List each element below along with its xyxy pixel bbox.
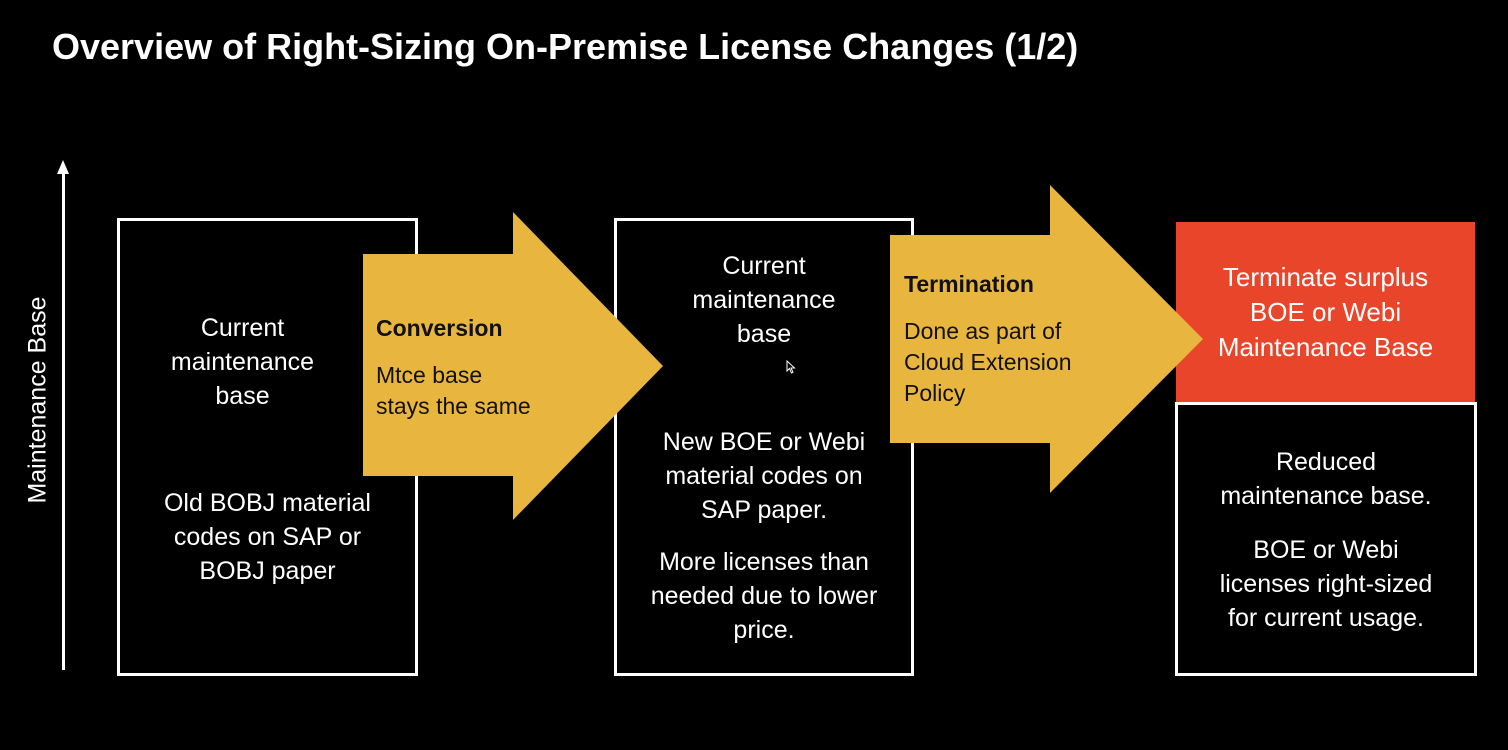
termination-arrow: Termination Done as part of Cloud Extens… (890, 185, 1203, 493)
box-b-body-codes: New BOE or Webi material codes on SAP pa… (662, 428, 866, 524)
box-a-body: Old BOBJ material codes on SAP or BOBJ p… (163, 489, 371, 585)
box-b-body-licenses: More licenses than needed due to lower p… (650, 548, 878, 644)
arrow-right-icon (363, 212, 663, 520)
arrow-right-icon (890, 185, 1203, 493)
slide-title: Overview of Right-Sizing On-Premise Lice… (52, 26, 1079, 67)
axis-label: Maintenance Base (23, 296, 52, 504)
arrow-up-icon (57, 160, 69, 174)
current-maintenance-box-old: Current maintenance base Old BOBJ materi… (117, 218, 418, 676)
conversion-arrow: Conversion Mtce base stays the same (363, 212, 663, 520)
box-c-body-rightsized: BOE or Webi licenses right-sized for cur… (1219, 536, 1433, 632)
box-a-heading: Current maintenance base (170, 314, 315, 410)
termination-title: Termination (904, 271, 1034, 297)
conversion-title: Conversion (376, 315, 503, 341)
terminate-surplus-box: Terminate surplus BOE or Webi Maintenanc… (1176, 222, 1475, 402)
reduced-maintenance-box: Reduced maintenance base. BOE or Webi li… (1175, 402, 1477, 676)
termination-desc: Done as part of Cloud Extension Policy (904, 318, 1072, 406)
box-c-body-reduced: Reduced maintenance base. (1220, 448, 1432, 510)
mouse-cursor-icon (786, 360, 796, 374)
conversion-desc: Mtce base stays the same (376, 362, 531, 419)
maintenance-base-axis (62, 172, 65, 670)
box-b-heading: Current maintenance base (692, 252, 836, 348)
current-maintenance-box-new: Current maintenance base New BOE or Webi… (614, 218, 914, 676)
